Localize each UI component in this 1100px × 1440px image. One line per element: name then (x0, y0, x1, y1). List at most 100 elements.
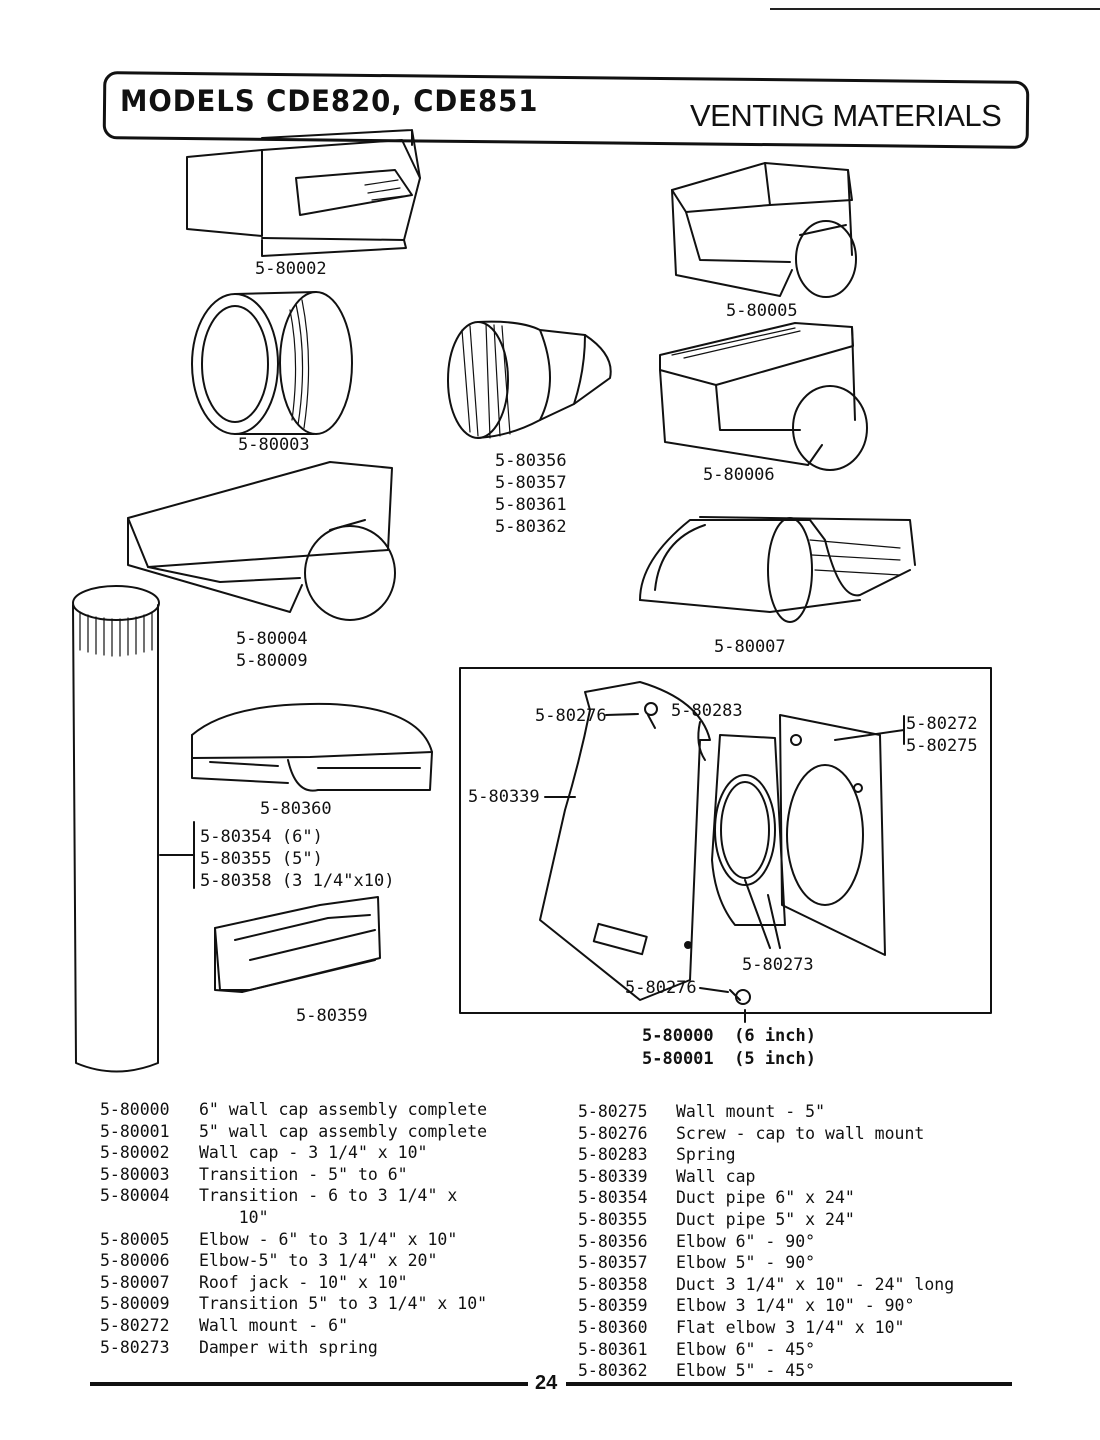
label-5-80276-top: 5-80276 (535, 706, 607, 726)
part-description: Transition 5" to 3 1/4" x 10" (199, 1294, 488, 1314)
part-number: 5-80360 (578, 1317, 648, 1337)
part-number: 5-80005 (100, 1229, 170, 1249)
duct-elbow-illustration (671, 162, 857, 298)
part-number: 5-80362 (578, 1361, 648, 1381)
leader-lines (159, 713, 905, 1023)
part-description: Elbow - 6" to 3 1/4" x 10" (199, 1229, 458, 1249)
part-description: Elbow 5" - 45° (676, 1361, 816, 1381)
part-description: Roof jack - 10" x 10" (199, 1272, 408, 1292)
part-number: 5-80000 (100, 1100, 170, 1119)
part-row: 5-80001 5" wall cap assembly complete (100, 1121, 529, 1143)
part-number: 5-80361 (578, 1339, 648, 1359)
label-5-80276-bottom: 5-80276 (625, 978, 697, 998)
part-row: 5-80003 Transition - 5" to 6" (100, 1164, 529, 1186)
label-5-80356-group: 5-80356 5-80357 5-80361 5-80362 (495, 450, 567, 538)
part-number: 5-80354 (578, 1188, 648, 1208)
part-description: Transition - 5" to 6" (199, 1164, 408, 1184)
top-edge-rule (770, 8, 1100, 10)
label-5-80006: 5-80006 (703, 465, 775, 485)
label-5-80005: 5-80005 (726, 301, 798, 321)
footer-rule-right (566, 1382, 1012, 1386)
long-duct-elbow-illustration (659, 322, 868, 471)
flat-elbow-illustration (191, 702, 433, 792)
part-description: Wall mount - 6" (199, 1315, 349, 1335)
part-row: 5-80002 Wall cap - 3 1/4" x 10" (100, 1142, 529, 1164)
part-description: Wall cap - 3 1/4" x 10" (199, 1143, 428, 1163)
rect-transition-illustration (127, 461, 396, 621)
label-5-80357: 5-80357 (495, 473, 567, 493)
duct-pipe-illustration (72, 585, 160, 1073)
label-5-80275: 5-80275 (906, 736, 978, 756)
part-description: Duct 3 1/4" x 10" - 24" long (676, 1274, 955, 1294)
part-description: Duct pipe 5" x 24" (676, 1209, 855, 1229)
part-row: 5-80007 Roof jack - 10" x 10" (100, 1272, 529, 1294)
label-5-80009: 5-80009 (236, 651, 308, 671)
part-number: 5-80357 (578, 1253, 648, 1273)
part-description: Elbow 6" - 90° (676, 1231, 816, 1251)
wall-cap-illustration (186, 129, 421, 257)
label-5-80003: 5-80003 (238, 435, 310, 455)
label-assembly-group: 5-80000 (6 inch) 5-80001 (5 inch) (642, 1025, 816, 1071)
part-number: 5-80007 (100, 1272, 170, 1292)
footer-rule-left (90, 1382, 528, 1386)
label-mount-group: 5-80272 5-80275 (906, 713, 978, 757)
part-description: Wall cap (676, 1166, 756, 1186)
label-5-80356: 5-80356 (495, 451, 567, 471)
part-description: Screw - cap to wall mount (676, 1123, 925, 1143)
label-5-80002: 5-80002 (255, 259, 327, 279)
part-number: 5-80001 (100, 1121, 170, 1141)
label-5-80358: 5-80358 (3 1/4"x10) (200, 871, 395, 891)
part-description: 6" wall cap assembly complete (199, 1100, 488, 1119)
round-elbow-illustration (447, 320, 612, 439)
part-description: 5" wall cap assembly complete (199, 1121, 488, 1141)
label-5-80360: 5-80360 (260, 799, 332, 819)
part-row: 5-80362 Elbow 5" - 45° (578, 1360, 954, 1382)
part-description: Transition - 6 to 3 1/4" x 10" (199, 1186, 458, 1227)
part-row: 5-80354 Duct pipe 6" x 24" (578, 1187, 954, 1209)
part-row: 5-80009 Transition 5" to 3 1/4" x 10" (100, 1293, 529, 1315)
part-number: 5-80276 (578, 1123, 648, 1143)
label-5-80273: 5-80273 (742, 955, 814, 975)
label-5-80361: 5-80361 (495, 495, 567, 515)
models-title: MODELS CDE820, CDE851 (120, 84, 539, 118)
part-number: 5-80355 (578, 1209, 648, 1229)
part-description: Wall mount - 5" (676, 1102, 826, 1121)
part-row: 5-80272 Wall mount - 6" (100, 1315, 529, 1337)
part-description: Elbow-5" to 3 1/4" x 20" (199, 1251, 438, 1271)
flat-duct-elbow-illustration (214, 896, 381, 993)
label-5-80355: 5-80355 (5") (200, 849, 323, 869)
label-5-80362: 5-80362 (495, 517, 567, 537)
label-5-80354: 5-80354 (6") (200, 827, 323, 847)
label-5-80001: 5-80001 (5 inch) (642, 1049, 816, 1069)
label-5-80272: 5-80272 (906, 714, 978, 734)
part-row: 5-80000 6" wall cap assembly complete (100, 1099, 529, 1121)
part-number: 5-80009 (100, 1294, 170, 1314)
part-row: 5-80355 Duct pipe 5" x 24" (578, 1209, 954, 1231)
section-title: VENTING MATERIALS (690, 98, 1002, 133)
part-number: 5-80359 (578, 1296, 648, 1316)
part-row: 5-80276 Screw - cap to wall mount (578, 1123, 954, 1145)
part-number: 5-80283 (578, 1145, 648, 1165)
label-5-80004-group: 5-80004 5-80009 (236, 628, 308, 672)
part-description: Duct pipe 6" x 24" (676, 1188, 855, 1208)
wall-cap-inset-frame (459, 667, 992, 1014)
part-number: 5-80356 (578, 1231, 648, 1251)
part-number: 5-80003 (100, 1164, 170, 1184)
part-description: Spring (676, 1145, 736, 1165)
part-number: 5-80272 (100, 1315, 170, 1335)
part-number: 5-80002 (100, 1143, 170, 1163)
part-description: Damper with spring (199, 1337, 378, 1357)
part-row: 5-80005 Elbow - 6" to 3 1/4" x 10" (100, 1229, 529, 1251)
